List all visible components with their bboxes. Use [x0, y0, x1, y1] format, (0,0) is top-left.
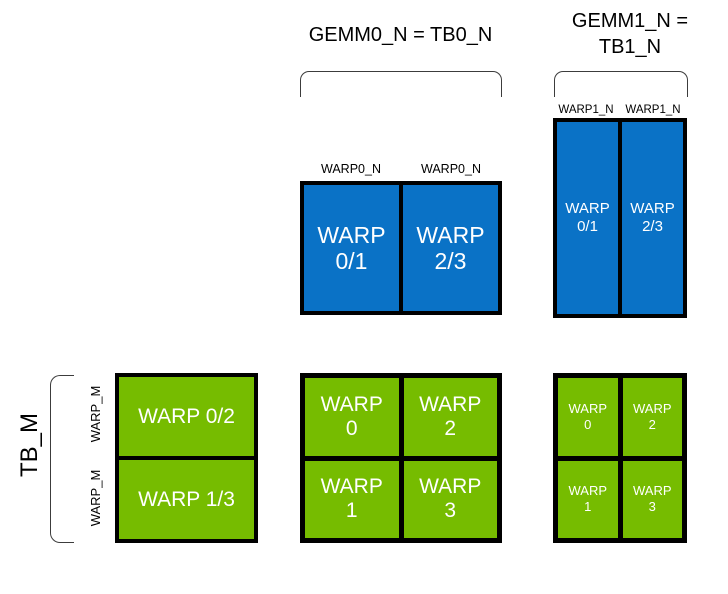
- gemm1-title-line1: GEMM1_N =: [571, 10, 689, 32]
- blue-cell-gemm1-warp-0-1[interactable]: WARP 0/1: [557, 122, 618, 314]
- green-cell-left-warp-1-3[interactable]: WARP 1/3: [119, 460, 254, 539]
- gemm1-span-bracket: [554, 71, 688, 97]
- green-cell-middle-warp-0[interactable]: WARP 0: [305, 378, 399, 456]
- green-cell-right-warp-3[interactable]: WARP 3: [622, 460, 682, 538]
- green-group-middle: WARP 0 WARP 2 WARP 1 WARP 3: [300, 373, 502, 543]
- warp0-n-tick-right: WARP0_N: [421, 162, 481, 176]
- green-cell-right-warp-2[interactable]: WARP 2: [622, 378, 682, 456]
- green-group-right: WARP 0 WARP 2 WARP 1 WARP 3: [553, 373, 687, 543]
- warp0-n-tick-left: WARP0_N: [321, 162, 381, 176]
- green-cell-right-warp-1[interactable]: WARP 1: [558, 460, 618, 538]
- green-cell-left-warp-0-2[interactable]: WARP 0/2: [119, 377, 254, 456]
- green-cell-middle-warp-2[interactable]: WARP 2: [403, 378, 497, 456]
- blue-group-gemm0: WARP 0/1 WARP 2/3: [300, 181, 502, 315]
- warp1-n-tick-left: WARP1_N: [558, 104, 614, 116]
- green-group-left: WARP 0/2 WARP 1/3: [115, 373, 258, 543]
- gemm1-title-line2: TB1_N: [598, 36, 662, 58]
- gemm0-title: GEMM0_N = TB0_N: [308, 24, 493, 46]
- gemm0-span-bracket: [300, 71, 502, 97]
- warp-m-tick-top: WARP_M: [87, 385, 103, 443]
- green-cell-middle-warp-1[interactable]: WARP 1: [305, 460, 399, 538]
- warp1-n-tick-right: WARP1_N: [625, 104, 681, 116]
- warp-m-tick-bottom-wrap: WARP_M: [78, 459, 112, 543]
- warp-m-tick-top-wrap: WARP_M: [78, 375, 112, 459]
- blue-cell-gemm0-warp-2-3[interactable]: WARP 2/3: [403, 185, 498, 311]
- warp-m-tick-bottom: WARP_M: [87, 469, 103, 527]
- green-cell-middle-warp-3[interactable]: WARP 3: [403, 460, 497, 538]
- blue-group-gemm1: WARP 0/1 WARP 2/3: [553, 118, 687, 318]
- blue-cell-gemm1-warp-2-3[interactable]: WARP 2/3: [622, 122, 683, 314]
- tb-m-axis-label: TB_M: [16, 412, 43, 477]
- blue-cell-gemm0-warp-0-1[interactable]: WARP 0/1: [304, 185, 399, 311]
- green-cell-right-warp-0[interactable]: WARP 0: [558, 378, 618, 456]
- tb-m-bracket: [50, 375, 74, 543]
